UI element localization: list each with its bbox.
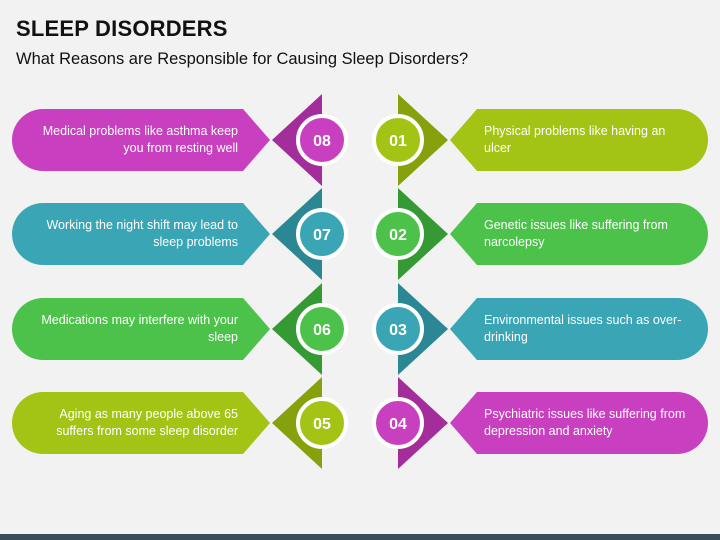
bottom-bar <box>0 534 720 540</box>
page-title: SLEEP DISORDERS <box>16 16 228 41</box>
reason-02-text-label: Genetic issues like suffering from narco… <box>484 218 668 249</box>
circle-07 <box>296 208 348 260</box>
pill-left-07 <box>12 203 270 265</box>
reason-04-text-label: Psychiatric issues like suffering from d… <box>484 407 686 438</box>
reason-02-text: Genetic issues like suffering from narco… <box>484 203 694 265</box>
circle-06 <box>296 303 348 355</box>
pill-right-02 <box>450 203 708 265</box>
number-03: 03 <box>389 322 407 339</box>
pill-left-08 <box>12 109 270 171</box>
reason-07-text-label: Working the night shift may lead to slee… <box>46 218 238 249</box>
circle-05 <box>296 397 348 449</box>
pill-right-04 <box>450 392 708 454</box>
reason-05-text-label: Aging as many people above 65 suffers fr… <box>56 407 238 438</box>
pill-left-06 <box>12 298 270 360</box>
circle-04 <box>372 397 424 449</box>
reason-06-text: Medications may interfere with your slee… <box>28 298 238 360</box>
pill-right-01 <box>450 109 708 171</box>
number-04: 04 <box>389 416 407 433</box>
reason-08-text-label: Medical problems like asthma keep you fr… <box>42 124 238 155</box>
pill-right-03 <box>450 298 708 360</box>
number-06: 06 <box>313 322 331 339</box>
reason-01-text-label: Physical problems like having an ulcer <box>484 124 666 155</box>
circle-08 <box>296 114 348 166</box>
page-subtitle: What Reasons are Responsible for Causing… <box>16 50 469 68</box>
number-07: 07 <box>313 227 331 244</box>
number-02: 02 <box>389 227 407 244</box>
circle-02 <box>372 208 424 260</box>
reason-01-text: Physical problems like having an ulcer <box>484 109 694 171</box>
reason-07-text: Working the night shift may lead to slee… <box>28 203 238 265</box>
pill-left-05 <box>12 392 270 454</box>
reason-03-text-label: Environmental issues such as over-drinki… <box>484 313 682 344</box>
number-05: 05 <box>313 416 331 433</box>
number-08: 08 <box>313 133 331 150</box>
reason-04-text: Psychiatric issues like suffering from d… <box>484 392 694 454</box>
reason-08-text: Medical problems like asthma keep you fr… <box>28 109 238 171</box>
reason-05-text: Aging as many people above 65 suffers fr… <box>28 392 238 454</box>
circle-03 <box>372 303 424 355</box>
reason-06-text-label: Medications may interfere with your slee… <box>41 313 238 344</box>
reason-03-text: Environmental issues such as over-drinki… <box>484 298 694 360</box>
number-01: 01 <box>389 133 407 150</box>
circle-01 <box>372 114 424 166</box>
